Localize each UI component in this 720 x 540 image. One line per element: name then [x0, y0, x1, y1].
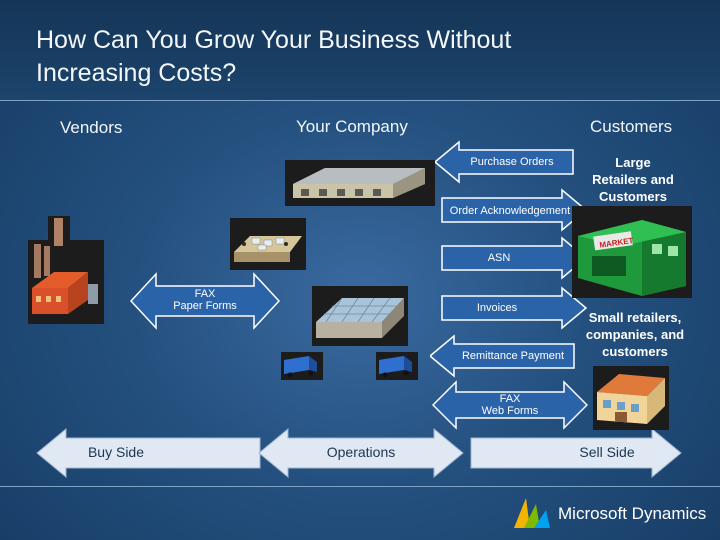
dynamics-logo-icon	[514, 498, 550, 528]
large-retailers-label: Large Retailers and Customers	[592, 155, 674, 204]
purchase-orders-label: Purchase Orders	[470, 156, 554, 168]
loading-dock-image	[230, 218, 306, 270]
logo-text: Microsoft Dynamics	[558, 504, 707, 523]
small-retailers-label: Small retailers, companies, and customer…	[585, 310, 685, 359]
invoices-arrow: Invoices	[440, 286, 588, 330]
market-store-image: MARKET	[572, 206, 692, 298]
vendor-chimney-image	[48, 216, 70, 246]
sell-side-arrow: Sell Side	[470, 428, 682, 478]
delivery-truck-image-1	[281, 352, 323, 380]
footer-divider	[0, 486, 720, 487]
purchase-orders-arrow: Purchase Orders	[435, 140, 575, 184]
operations-arrow: Operations	[258, 428, 464, 478]
microsoft-dynamics-logo: Microsoft Dynamics	[510, 494, 710, 530]
vendors-header: Vendors	[60, 118, 123, 137]
order-ack-label: Order Acknowledgement	[449, 205, 571, 217]
title-bar: How Can You Grow Your Business Without I…	[0, 0, 720, 101]
title-line-2: Increasing Costs?	[36, 59, 237, 87]
vendor-factory-image	[28, 240, 104, 324]
remittance-arrow: Remittance Payment	[430, 334, 576, 378]
remittance-label: Remittance Payment	[461, 350, 565, 362]
title-line-1: How Can You Grow Your Business Without	[36, 26, 512, 54]
company-warehouse-image	[285, 160, 435, 206]
asn-arrow: ASN	[440, 236, 588, 280]
operations-label: Operations	[326, 444, 396, 460]
slide-title: How Can You Grow Your Business Without I…	[36, 24, 636, 90]
operations-warehouse-image	[312, 286, 408, 346]
order-ack-arrow: Order Acknowledgement	[440, 188, 588, 232]
company-header: Your Company	[296, 117, 408, 136]
buy-side-label: Buy Side	[87, 444, 145, 460]
invoices-label: Invoices	[476, 302, 518, 314]
buy-side-arrow: Buy Side	[36, 428, 261, 478]
small-shop-image	[593, 366, 669, 430]
customers-header: Customers	[590, 117, 673, 136]
sell-side-label: Sell Side	[579, 444, 635, 460]
delivery-truck-image-2	[376, 352, 418, 380]
asn-label: ASN	[487, 252, 511, 264]
